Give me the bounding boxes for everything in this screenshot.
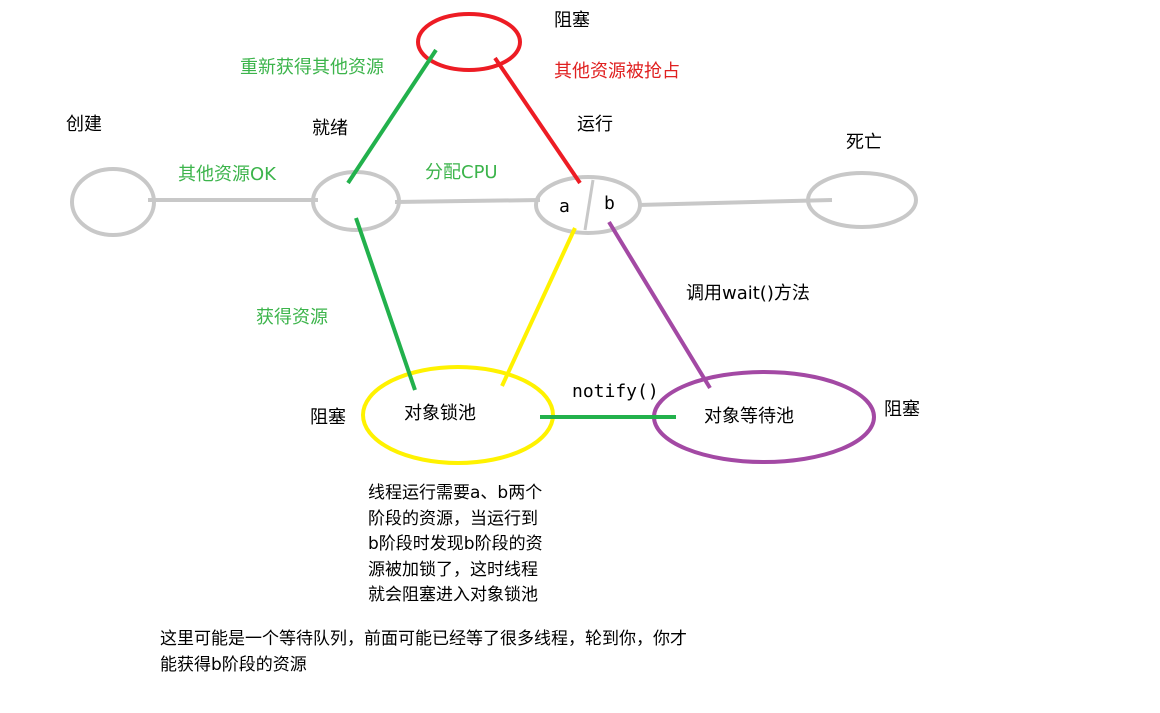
lock-pool-label: 对象锁池 xyxy=(404,403,476,424)
note-line: 线程运行需要a、b两个 xyxy=(368,483,543,503)
note-line: 这里可能是一个等待队列，前面可能已经等了很多线程，轮到你，你才 xyxy=(160,629,687,649)
lock-pool-note: 线程运行需要a、b两个 阶段的资源，当运行到 b阶段时发现b阶段的资 源被加锁了… xyxy=(368,481,543,609)
run-part-b-label: b xyxy=(604,193,615,214)
queue-note: 这里可能是一个等待队列，前面可能已经等了很多线程，轮到你，你才 能获得b阶段的资… xyxy=(160,627,687,678)
ready-label: 就绪 xyxy=(312,118,348,139)
create-node xyxy=(70,167,156,237)
blocked-top-label: 阻塞 xyxy=(554,10,590,31)
note-line: 能获得b阶段的资源 xyxy=(160,654,307,675)
edge-running-to-waitpool xyxy=(607,220,712,390)
wait-pool-label: 对象等待池 xyxy=(704,406,794,427)
run-part-a-label: a xyxy=(559,196,570,217)
notify-label: notify() xyxy=(572,381,659,402)
other-resources-ok-label: 其他资源OK xyxy=(178,164,276,185)
note-line: 就会阻塞进入对象锁池 xyxy=(368,585,538,605)
reacquire-resources-label: 重新获得其他资源 xyxy=(240,57,384,78)
edge-running-to-blocked xyxy=(493,56,582,185)
edge-running-dead xyxy=(637,198,833,207)
dead-node xyxy=(806,171,918,229)
running-divider xyxy=(583,179,595,231)
create-label: 创建 xyxy=(66,114,102,135)
resources-preempted-label: 其他资源被抢占 xyxy=(554,61,680,82)
lock-pool-state-label: 阻塞 xyxy=(310,407,346,428)
edge-lockpool-to-ready xyxy=(354,217,417,391)
edge-running-to-lockpool xyxy=(500,227,577,387)
wait-pool-state-label: 阻塞 xyxy=(884,399,920,420)
note-line: 源被加锁了，这时线程 xyxy=(368,559,538,580)
running-label: 运行 xyxy=(577,114,613,135)
note-line: b阶段时发现b阶段的资 xyxy=(368,534,543,554)
edge-ready-running xyxy=(394,198,541,204)
edge-blocked-to-ready xyxy=(346,48,438,185)
allocate-cpu-label: 分配CPU xyxy=(425,162,498,183)
acquire-resources-label: 获得资源 xyxy=(256,307,328,328)
call-wait-label: 调用wait()方法 xyxy=(686,283,810,304)
blocked-top-node xyxy=(416,12,522,72)
note-line: 阶段的资源，当运行到 xyxy=(368,508,538,529)
running-node xyxy=(534,175,642,235)
dead-label: 死亡 xyxy=(846,132,882,153)
